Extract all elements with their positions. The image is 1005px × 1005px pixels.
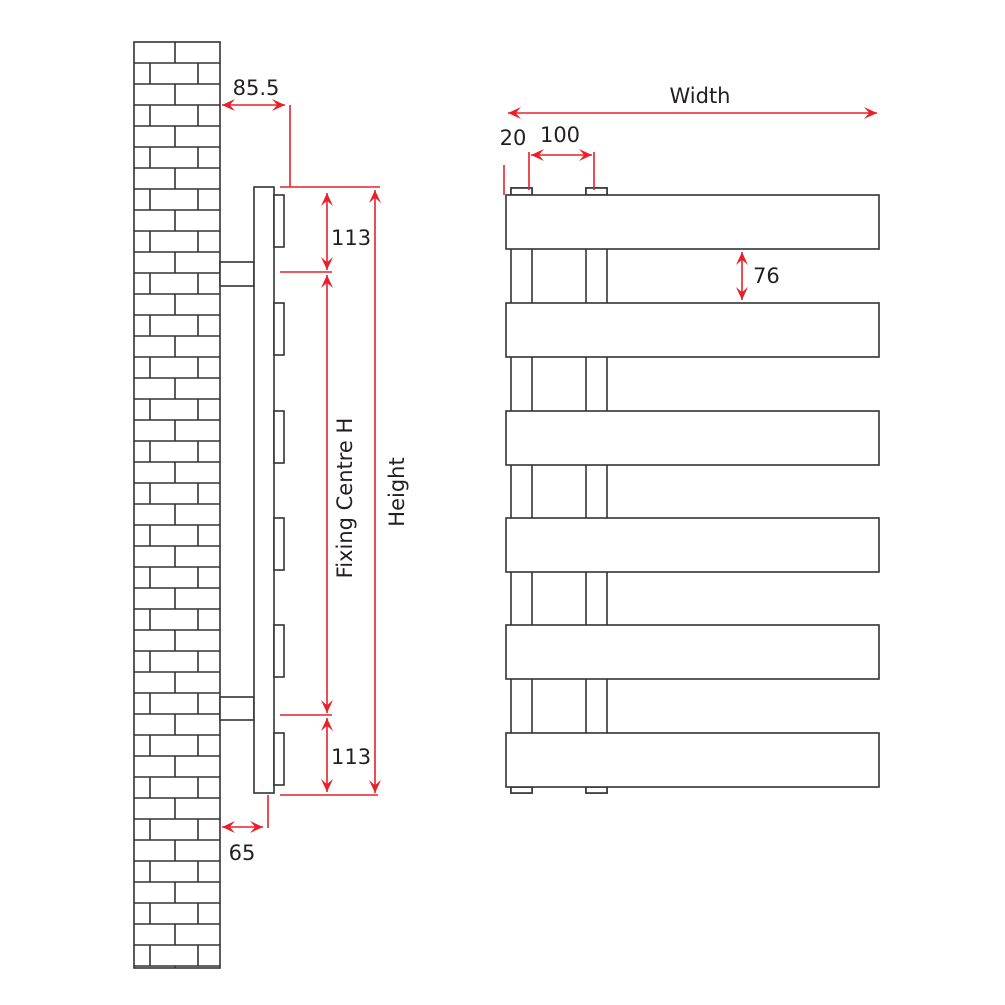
height-arrow [369,190,381,793]
towel-bar [505,517,880,573]
bottom-bracket [219,696,255,721]
width-arrow [508,107,877,119]
upright-spacing-arrow [531,149,592,161]
wall-clearance-arrow [222,821,263,833]
rail-end-side [273,410,285,464]
side-dimensions: 85.5 113 113 65 Fixing Centre H Height [222,76,409,865]
arrowhead [321,193,333,206]
arrowhead [321,779,333,792]
upright-spacing-label: 100 [540,123,580,147]
arrowhead [736,252,748,265]
upright-bottom-cap [510,786,533,794]
towel-bar [505,732,880,788]
arrowhead [222,821,235,833]
arrowhead [369,190,381,203]
height-label: Height [385,457,409,526]
arrowhead [579,149,592,161]
arrowhead [321,718,333,731]
bottom-offset-arrow [321,718,333,792]
fixing-centre-arrow [321,275,333,713]
arrowhead [321,700,333,713]
towel-bar [505,624,880,680]
arrowhead [321,257,333,270]
towel-bar [505,302,880,358]
side-upright [253,186,275,794]
wall-offset-label: 85.5 [233,76,280,100]
arrowhead [321,275,333,288]
front-dimensions: Width 20 100 76 [500,84,877,300]
edge-offset-label: 20 [500,126,527,150]
fixing-centre-label: Fixing Centre H [333,418,357,579]
rail-end-side [273,194,285,248]
bar-gap-arrow [736,252,748,300]
arrowhead [250,821,263,833]
rail-end-side [273,517,285,571]
upright [510,187,533,794]
width-label: Width [669,84,730,108]
arrowhead [531,149,544,161]
rail-end-side [273,302,285,356]
upright-top-cap [585,187,608,196]
wall-outline [133,41,221,969]
arrowhead [222,99,235,111]
rail-end-side [273,624,285,678]
side-view-radiator [219,186,285,794]
arrowhead [508,107,521,119]
top-bracket [219,261,255,287]
rail-end-side [273,732,285,786]
front-view-radiator [505,187,880,794]
towel-bar [505,410,880,466]
arrowhead [736,287,748,300]
wall-offset-arrow [222,99,285,111]
bottom-offset-label: 113 [331,745,371,769]
bar-gap-label: 76 [753,264,780,288]
brick-wall [133,41,221,969]
top-offset-arrow [321,193,333,270]
arrowhead [864,107,877,119]
arrowhead [369,780,381,793]
top-offset-label: 113 [331,226,371,250]
upright-bottom-cap [585,786,608,794]
wall-clearance-label: 65 [229,841,256,865]
towel-bar [505,194,880,250]
arrowhead [272,99,285,111]
upright [585,187,608,794]
